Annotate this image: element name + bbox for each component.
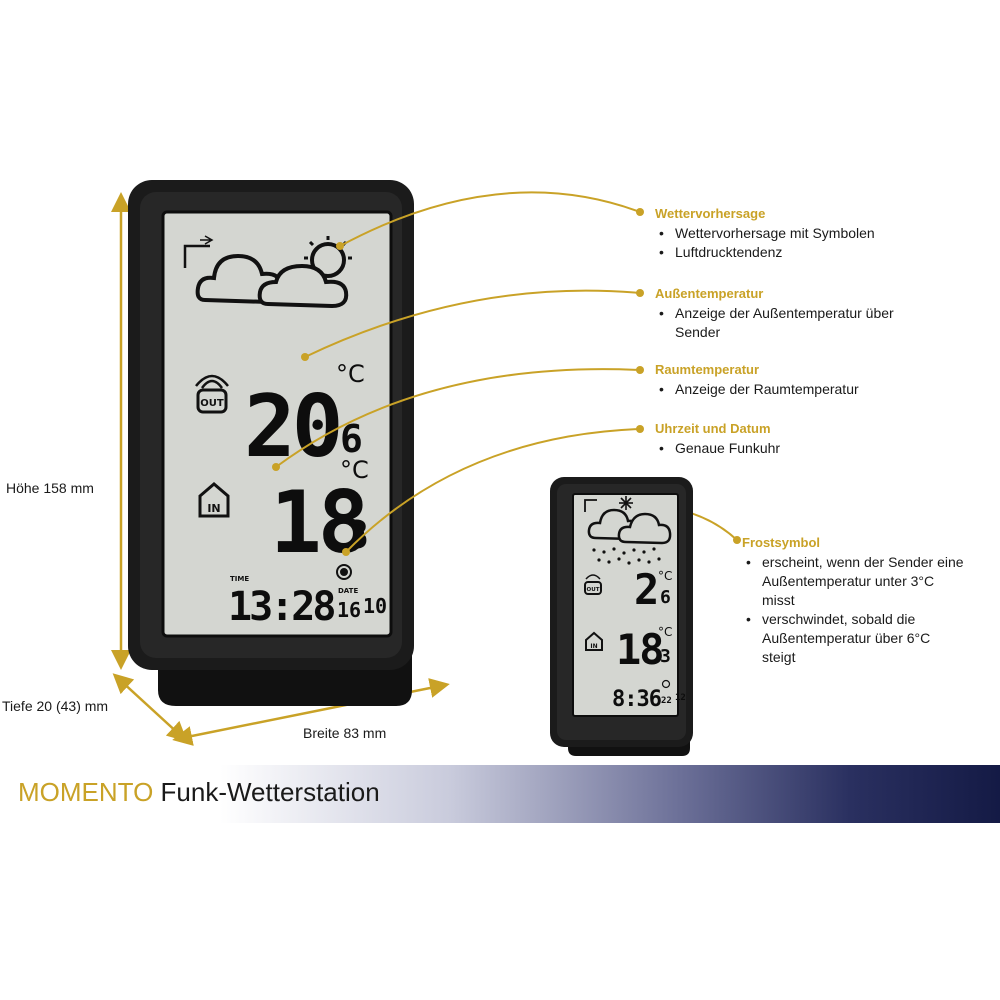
main-lcd	[161, 210, 393, 638]
feature-outdoor-temperature: Außentemperatur Anzeige der Außentempera…	[655, 286, 895, 342]
feature-frost-symbol: Frostsymbol erscheint, wenn der Sender e…	[742, 535, 967, 667]
forecast-clouds-icon	[195, 236, 352, 309]
feature-bullet: erscheint, wenn der Sender eine Außentem…	[742, 553, 967, 610]
feature-bullets: Genaue Funkuhr	[655, 439, 955, 458]
brand-name: MOMENTO	[18, 777, 154, 807]
feature-bullet: Luftdrucktendenz	[655, 243, 955, 262]
small-clock-time: 8:36	[612, 687, 662, 712]
small-date-month: 12	[675, 693, 686, 703]
small-indoor-temperature: 18	[616, 625, 663, 674]
depth-dimension-line	[112, 673, 188, 742]
small-indoor-temperature-decimal: 3	[660, 646, 671, 667]
small-outdoor-label: OUT	[587, 587, 600, 593]
callout-line-outdoor	[304, 289, 641, 358]
feature-forecast: Wettervorhersage Wettervorhersage mit Sy…	[655, 206, 955, 262]
feature-bullets: Anzeige der Außentemperatur über Sender	[655, 304, 895, 342]
time-label: TIME	[230, 575, 249, 583]
outdoor-icon: OUT	[195, 374, 229, 414]
feature-title: Raumtemperatur	[655, 362, 760, 377]
pressure-trend-icon	[183, 235, 214, 268]
date-label: DATE	[338, 587, 358, 595]
width-label: Breite 83 mm	[303, 725, 386, 741]
feature-title: Uhrzeit und Datum	[655, 421, 771, 436]
feature-title: Frostsymbol	[742, 535, 821, 550]
feature-title: Wettervorhersage	[655, 206, 766, 221]
feature-bullets: Wettervorhersage mit Symbolen Luftdruckt…	[655, 224, 955, 262]
radio-signal-icon	[336, 564, 352, 580]
small-forecast-clouds-icon	[587, 508, 672, 545]
small-date-day: 22	[661, 696, 672, 706]
frost-snowflake-icon	[619, 496, 633, 510]
small-indoor-label: IN	[590, 643, 597, 650]
banner-title: MOMENTO Funk-Wetterstation	[18, 777, 380, 808]
feature-bullet: Anzeige der Raumtemperatur	[655, 380, 955, 399]
depth-label: Tiefe 20 (43) mm	[2, 698, 108, 714]
indoor-unit: °C	[340, 456, 369, 484]
date-month: 10	[363, 594, 387, 618]
callout-line-clock	[345, 428, 641, 553]
small-outdoor-temperature: 2	[634, 565, 659, 614]
callout-line-forecast	[339, 191, 641, 247]
indoor-temperature: 18	[270, 473, 366, 573]
feature-clock-date: Uhrzeit und Datum Genaue Funkuhr	[655, 421, 955, 458]
clock-time: 13:28	[228, 584, 334, 630]
small-indoor-unit: °C	[658, 625, 672, 639]
snow-dots	[592, 547, 661, 565]
feature-indoor-temperature: Raumtemperatur Anzeige der Raumtemperatu…	[655, 362, 955, 399]
outdoor-temperature: 20	[244, 377, 340, 477]
date-day: 16	[337, 598, 361, 622]
small-outdoor-icon: OUT	[584, 574, 602, 595]
indoor-icon: IN	[198, 482, 230, 518]
small-device: OUT 2 6 °C IN 18 3 °C 8:36 22 12	[550, 477, 693, 756]
feature-bullets: erscheint, wenn der Sender eine Außentem…	[742, 553, 967, 667]
small-indoor-icon: IN	[585, 631, 603, 651]
outdoor-unit: °C	[336, 360, 365, 388]
small-outdoor-temperature-decimal: 6	[660, 587, 671, 608]
outdoor-temperature-decimal: 6	[340, 417, 363, 461]
outdoor-label: OUT	[200, 398, 224, 409]
feature-bullets: Anzeige der Raumtemperatur	[655, 380, 955, 399]
product-banner: MOMENTO Funk-Wetterstation	[0, 765, 1000, 823]
callout-line-indoor	[275, 368, 641, 468]
feature-bullet: Wettervorhersage mit Symbolen	[655, 224, 955, 243]
callout-lines	[272, 191, 741, 556]
small-outdoor-unit: °C	[658, 569, 672, 583]
height-label: Höhe 158 mm	[6, 480, 94, 496]
main-device: OUT 20 6 °C IN 18 3 °C TIME 13:28 DATE	[128, 180, 414, 706]
feature-bullet: Genaue Funkuhr	[655, 439, 955, 458]
feature-bullet: verschwindet, sobald die Außentemperatur…	[742, 610, 967, 667]
indoor-label: IN	[207, 502, 220, 515]
product-name: Funk-Wetterstation	[160, 777, 380, 807]
feature-title: Außentemperatur	[655, 286, 764, 301]
feature-bullet: Anzeige der Außentemperatur über Sender	[655, 304, 895, 342]
small-lcd	[572, 493, 679, 717]
